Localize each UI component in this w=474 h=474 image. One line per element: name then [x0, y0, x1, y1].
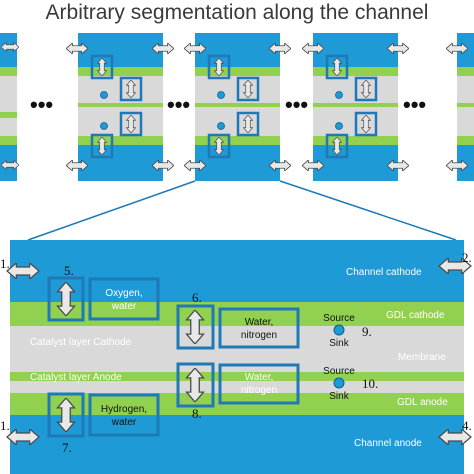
number-6: 6.: [192, 290, 202, 305]
number-7: 7.: [62, 440, 72, 455]
arrow-box-6: [176, 304, 215, 350]
top-row-segments: ••• ••• ••• •••: [0, 33, 474, 181]
number-1-bottom: 1.: [0, 418, 10, 433]
source-sink-anode-icon: [333, 377, 345, 389]
zoom-line-left: [27, 180, 196, 241]
water-a-text-1: Water,: [245, 372, 274, 383]
ellipsis-2: •••: [167, 92, 190, 117]
sink-label-cathode: Sink: [329, 338, 349, 349]
label-gdl-anode: GDL anode: [397, 397, 448, 408]
segment-1: [66, 33, 174, 181]
ellipsis-3: •••: [285, 92, 308, 117]
ellipsis-4: •••: [403, 92, 426, 117]
sink-label-anode: Sink: [329, 391, 349, 402]
water-c-text-1: Water,: [245, 317, 274, 328]
label-gdl-cathode: GDL cathode: [386, 310, 445, 321]
segment-edge-left: [0, 33, 19, 181]
number-5: 5.: [64, 263, 74, 278]
hydrogen-text-2: water: [111, 417, 137, 428]
number-1-top: 1.: [0, 256, 10, 271]
source-sink-cathode-icon: [333, 324, 345, 336]
label-channel-cathode: Channel cathode: [346, 267, 422, 278]
oxygen-water-box: [88, 277, 160, 321]
arrow-box-8: [176, 362, 215, 408]
source-label-cathode: Source: [323, 313, 355, 324]
gdl-cathode-layer: [10, 302, 464, 326]
membrane-region: [10, 326, 464, 393]
segment-2: [184, 33, 291, 181]
water-c-text-2: nitrogen: [241, 330, 277, 341]
arrow-box-7: [47, 392, 85, 438]
source-label-anode: Source: [323, 366, 355, 377]
oxygen-text-2: water: [111, 301, 137, 312]
number-2-top: 2.: [462, 250, 472, 265]
water-nitrogen-anode-box: [218, 363, 300, 405]
catalyst-anode-strip: [10, 372, 464, 381]
water-nitrogen-cathode-box: [218, 307, 300, 349]
detail-view: [6, 240, 472, 474]
segment-edge-right: [446, 33, 474, 181]
water-a-text-2: nitrogen: [241, 385, 277, 396]
label-catalyst-cathode: Catalyst layer Cathode: [30, 337, 132, 348]
hydrogen-text-1: Hydrogen,: [101, 404, 147, 415]
number-9: 9.: [362, 324, 372, 339]
zoom-line-right: [279, 180, 457, 241]
label-catalyst-anode: Catalyst layer Anode: [30, 372, 122, 383]
diagram-title: Arbitrary segmentation along the channel: [45, 1, 429, 24]
number-10: 10.: [362, 376, 378, 391]
arrow-box-5: [47, 276, 85, 322]
number-4-bottom: 4.: [462, 418, 472, 433]
oxygen-text-1: Oxygen,: [105, 288, 142, 299]
ellipsis-1: •••: [30, 92, 53, 117]
hydrogen-water-box: [88, 393, 160, 437]
number-8: 8.: [192, 406, 202, 421]
segment-3: [302, 33, 409, 181]
label-membrane: Membrane: [398, 352, 446, 363]
label-channel-anode: Channel anode: [354, 438, 422, 449]
